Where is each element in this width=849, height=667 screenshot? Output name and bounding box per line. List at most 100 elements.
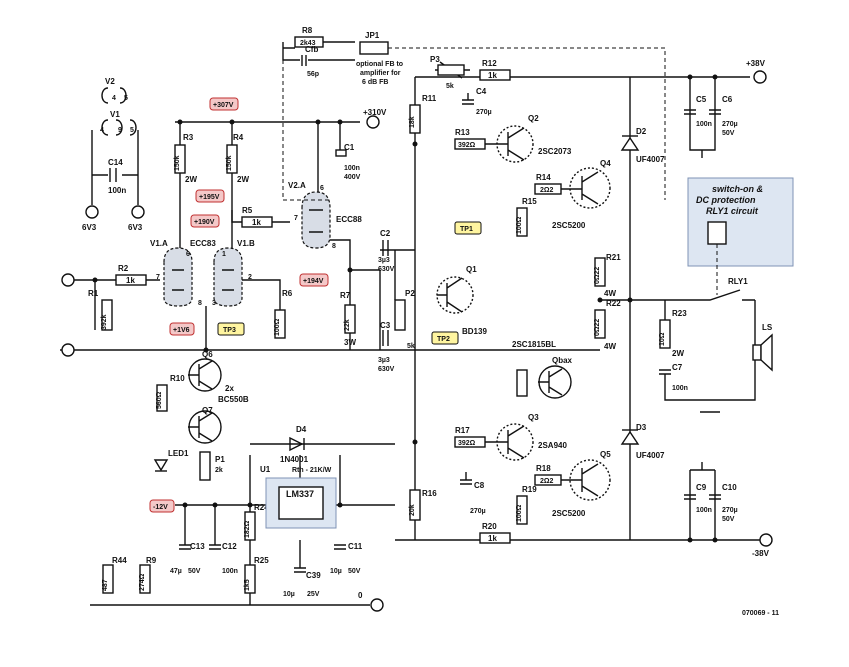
q5-type: 2SC5200 bbox=[552, 509, 586, 518]
ecc88-stage: R5 1k V2.A ECC88 6 7 8 C1 100n 400V R7 2… bbox=[241, 108, 387, 350]
pin-label: 6 bbox=[186, 251, 190, 258]
v1a-type: ECC83 bbox=[190, 239, 216, 248]
r10-val: 560Ω bbox=[156, 391, 163, 409]
c8-ref: C8 bbox=[474, 481, 485, 490]
r10-ref: R10 bbox=[170, 374, 185, 383]
c39-ref: C39 bbox=[306, 571, 321, 580]
input-jack-icon[interactable] bbox=[61, 273, 75, 287]
r7-ref: R7 bbox=[340, 291, 351, 300]
c7-ref: C7 bbox=[672, 363, 683, 372]
pin-label: 4 bbox=[100, 127, 104, 134]
c14-val: 100n bbox=[108, 186, 126, 195]
r4-ref: R4 bbox=[233, 133, 244, 142]
cfb-ref: Cfb bbox=[305, 45, 318, 54]
r15-val: 100Ω bbox=[516, 216, 523, 234]
r12-ref: R12 bbox=[482, 59, 497, 68]
q4-ref: Q4 bbox=[600, 159, 611, 168]
zero-label: 0 bbox=[358, 591, 363, 600]
jp1-note1: optional FB to bbox=[356, 61, 403, 68]
r8-ref: R8 bbox=[302, 26, 313, 35]
tp2-label: TP2 bbox=[437, 336, 450, 343]
pin-label: 5 bbox=[130, 127, 134, 134]
r17-val: 392Ω bbox=[458, 440, 476, 447]
v194-label: +194V bbox=[303, 278, 324, 285]
c11-extra: 50V bbox=[348, 568, 361, 575]
c4-val: 270µ bbox=[476, 109, 492, 116]
q5-ref: Q5 bbox=[600, 450, 611, 459]
c10-ref: C10 bbox=[722, 483, 737, 492]
hv-terminal-icon[interactable] bbox=[366, 115, 380, 129]
r6-val: 100Ω bbox=[274, 318, 281, 336]
r17-ref: R17 bbox=[455, 426, 470, 435]
upper-output: P3 5k R12 1k C4 270µ R13 392Ω Q2 2SC2073… bbox=[430, 55, 621, 298]
r4-extra: 2W bbox=[237, 175, 249, 184]
figure-id: 070069 - 11 bbox=[742, 610, 779, 617]
cfb-val: 56p bbox=[307, 71, 319, 78]
vm12-label: -12V bbox=[153, 504, 168, 511]
r20-ref: R20 bbox=[482, 522, 497, 531]
r21-ref: R21 bbox=[606, 253, 621, 262]
r4-val: 150k bbox=[226, 155, 233, 171]
r22-ref: R22 bbox=[606, 299, 621, 308]
v190-label: +190V bbox=[194, 219, 215, 226]
neg-supply-terminal-icon[interactable] bbox=[759, 533, 773, 547]
neg-supply-label: -38V bbox=[752, 549, 770, 558]
r2-val: 1k bbox=[126, 276, 135, 285]
d3-type: UF4007 bbox=[636, 451, 665, 460]
tp1-marker[interactable] bbox=[454, 221, 482, 235]
r24-val: 182Ω bbox=[244, 520, 251, 538]
c6-extra: 50V bbox=[722, 130, 735, 137]
speaker-icon bbox=[752, 344, 762, 361]
tp1-label: TP1 bbox=[460, 226, 473, 233]
pin-label: 2 bbox=[248, 274, 252, 281]
c14-ref: C14 bbox=[108, 158, 123, 167]
p3-ref: P3 bbox=[430, 55, 440, 64]
r23-val: 10Ω bbox=[659, 332, 666, 346]
pos-supply-label: +38V bbox=[746, 59, 766, 68]
c9-val: 100n bbox=[696, 507, 712, 514]
pin-label: 8 bbox=[332, 243, 336, 250]
pin-label: 4 bbox=[112, 95, 116, 102]
c3-extra: 630V bbox=[378, 366, 395, 373]
rails bbox=[60, 76, 760, 606]
r14-val: 2Ω2 bbox=[540, 187, 554, 194]
r18-val: 2Ω2 bbox=[540, 478, 554, 485]
c2-extra: 630V bbox=[378, 266, 395, 273]
r21-extra: 4W bbox=[604, 289, 616, 298]
r21-val: 0Ω22 bbox=[594, 267, 601, 284]
p3-val: 5k bbox=[446, 83, 454, 90]
ground-jack-icon[interactable] bbox=[61, 343, 75, 357]
rly1-label: RLY1 bbox=[728, 277, 748, 286]
lower-output: R22 0Ω22 4W 2SC1815BL Qbax R17 392Ω Q3 2… bbox=[454, 299, 621, 544]
d4-ref: D4 bbox=[296, 425, 307, 434]
relay-speaker: switch-on & DC protection RLY1 circuit R… bbox=[600, 177, 794, 413]
q3-ref: Q3 bbox=[528, 413, 539, 422]
voltage-annotations: +307V +195V +190V +194V +1V6 -12V bbox=[149, 97, 329, 513]
u1-type: LM337 bbox=[286, 489, 314, 499]
r12-val: 1k bbox=[488, 71, 497, 80]
pin-label: 7 bbox=[294, 215, 298, 222]
r18-ref: R18 bbox=[536, 464, 551, 473]
r1-ref: R1 bbox=[88, 289, 99, 298]
r9-ref: R9 bbox=[146, 556, 157, 565]
tp3-marker[interactable] bbox=[217, 322, 245, 336]
r3-ref: R3 bbox=[183, 133, 194, 142]
led1-ref: LED1 bbox=[168, 449, 189, 458]
v195-label: +195V bbox=[199, 194, 220, 201]
speaker-label: LS bbox=[762, 323, 773, 332]
c2-ref: C2 bbox=[380, 229, 391, 238]
c3-ref: C3 bbox=[380, 321, 391, 330]
relay-box-line3: RLY1 circuit bbox=[706, 206, 759, 216]
r25-val: 1k5 bbox=[244, 579, 251, 591]
v1b-ref: V1.B bbox=[237, 239, 255, 248]
pos-supply-terminal-icon[interactable] bbox=[753, 70, 767, 84]
r23-ref: R23 bbox=[672, 309, 687, 318]
c12-val: 100n bbox=[222, 568, 238, 575]
c10-extra: 50V bbox=[722, 516, 735, 523]
qbax-type: 2SC1815BL bbox=[512, 340, 556, 349]
tp2-marker[interactable] bbox=[431, 331, 459, 345]
c13-extra: 50V bbox=[188, 568, 201, 575]
zero-terminal-icon[interactable] bbox=[370, 598, 384, 612]
v307-label: +307V bbox=[213, 102, 234, 109]
input-stage: R2 1k R1 392k bbox=[61, 264, 160, 357]
